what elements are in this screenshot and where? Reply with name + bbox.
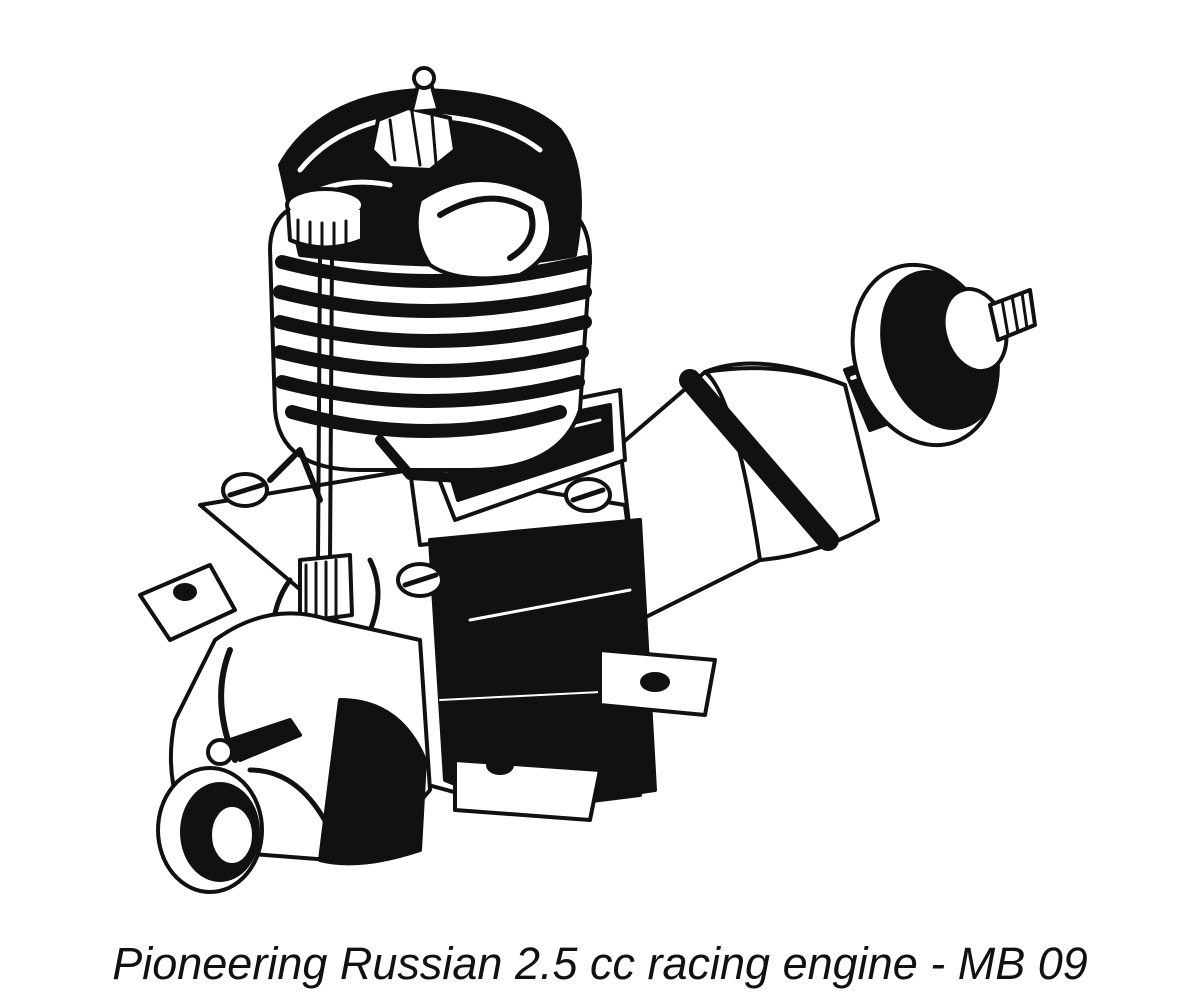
compression-adjuster xyxy=(370,66,457,172)
propeller-drive-washer xyxy=(850,262,1037,448)
intake-venturi xyxy=(156,611,432,894)
figure-caption: Pioneering Russian 2.5 cc racing engine … xyxy=(112,938,1088,989)
fixing-screws xyxy=(221,472,612,598)
engine-illustration xyxy=(138,66,1037,894)
